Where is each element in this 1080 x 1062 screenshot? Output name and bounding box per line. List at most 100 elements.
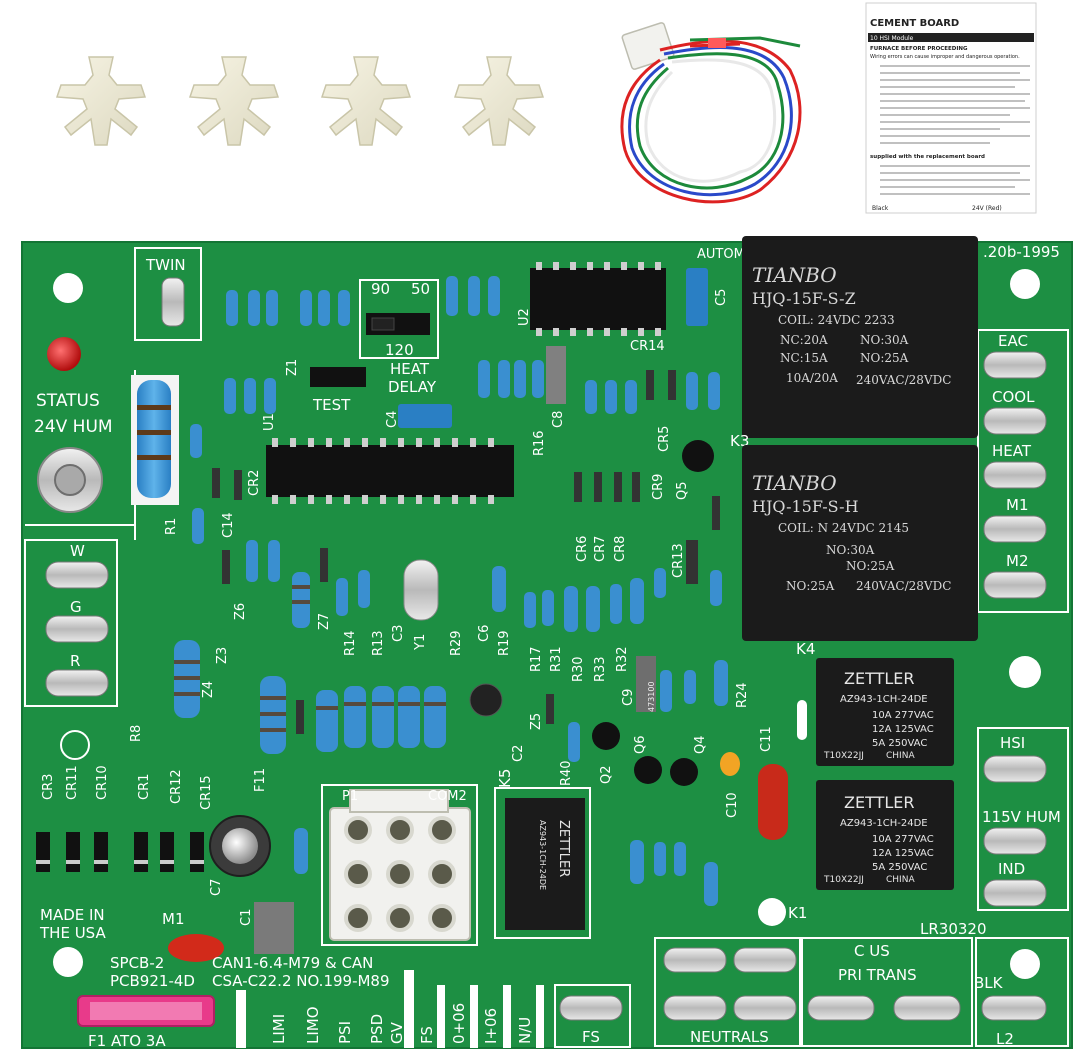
r1-label: R1 (164, 518, 179, 535)
terminal-m2[interactable]: M2 (983, 552, 1047, 599)
cr3-label: CR3 (41, 774, 56, 800)
k2-coil: COIL: N 24VDC 2145 (778, 521, 909, 535)
z7-label: Z7 (317, 613, 332, 630)
terminal-115v-hum-label: 115V HUM (982, 808, 1061, 826)
instruction-footer-left: Black (872, 205, 889, 212)
instruction-warning-line: Wiring errors can cause improper and dan… (870, 54, 1020, 60)
k2-rating: NO:25A (786, 579, 835, 593)
k2-volt: 240VAC/28VDC (856, 579, 951, 593)
q4-label: Q4 (693, 735, 708, 754)
k1-relay: ZETTLER AZ943-1CH-24DE 10A 277VAC 12A 12… (816, 780, 954, 890)
terminal-heat[interactable]: HEAT (983, 442, 1047, 489)
instruction-footer-right: 24V (Red) (972, 205, 1002, 212)
mounting-hole (1010, 949, 1040, 979)
k4-l1: 10A 277VAC (872, 710, 934, 721)
jumper-50-label: 50 (411, 280, 430, 298)
terminal-eac-label: EAC (998, 332, 1028, 350)
mounting-hole (1010, 269, 1040, 299)
r14-label: R14 (343, 630, 358, 656)
test-jumper[interactable] (310, 367, 366, 387)
r33-label: R33 (593, 656, 608, 682)
r24-label: R24 (735, 682, 750, 708)
terminal-g[interactable]: G (45, 598, 109, 643)
terminal-cool-label: COOL (992, 388, 1035, 406)
circuit-board: AUTOMATIC GAS IGNI .20b-1995 TWIN STATUS… (21, 236, 1073, 1050)
instruction-title: CEMENT BOARD (870, 18, 959, 29)
status-label: STATUS (36, 391, 100, 411)
terminal-eac[interactable]: EAC (983, 332, 1047, 379)
k4-code: T10X22JJ (823, 751, 864, 761)
p1-connector[interactable] (329, 789, 471, 941)
c14-label: C14 (221, 512, 236, 538)
cr15-label: CR15 (199, 775, 214, 810)
k1-l1: 10A 277VAC (872, 834, 934, 845)
k5-model: AZ943-1CH-24DE (538, 820, 547, 890)
terminal-r[interactable]: R (45, 652, 109, 697)
made-in-label-1: MADE IN (40, 906, 105, 924)
c8-capacitor (546, 346, 566, 404)
jumper-90-label: 90 (371, 280, 390, 298)
pcb-number-label: PCB921-4D (110, 972, 195, 990)
pcb-substrate (21, 241, 1073, 1049)
instruction-section-2: supplied with the replacement board (870, 154, 985, 160)
terminal-ind[interactable]: IND (983, 860, 1047, 907)
c11-capacitor (758, 764, 788, 840)
q2-transistor (634, 756, 662, 784)
cr8-label: CR8 (613, 536, 628, 562)
standoff-3 (320, 56, 412, 146)
edge-label-limo: LIMO (304, 1006, 322, 1044)
k3-brand: TIANBO (752, 263, 837, 287)
k1-model: AZ943-1CH-24DE (840, 818, 928, 829)
k2-no2: NO:25A (846, 559, 895, 573)
k2-model: HJQ-15F-S-H (752, 497, 859, 516)
terminal-w[interactable]: W (45, 542, 109, 589)
model-label: LR30320 (920, 920, 987, 938)
l2-terminal[interactable] (981, 995, 1047, 1021)
r32-label: R32 (615, 646, 630, 672)
instruction-warning-head: FURNACE BEFORE PROCEEDING (870, 46, 968, 52)
left-terminal-strip: W G R (45, 542, 109, 697)
l2-label: L2 (996, 1030, 1014, 1048)
edge-label-90-plus-i: I+06 (482, 1008, 500, 1044)
neutral-terminals[interactable] (663, 947, 797, 1021)
f1-fuse[interactable] (77, 995, 215, 1027)
edge-label-psi: PSI (336, 1021, 354, 1044)
m1-label: M1 (162, 910, 185, 928)
k3-nc: NC:20A (780, 333, 828, 347)
c4-capacitor (398, 404, 452, 428)
z6-label: Z6 (233, 603, 248, 620)
edge-label-limi: LIMI (270, 1014, 288, 1044)
k5-label: K5 (496, 769, 514, 788)
c9-label: C9 (621, 689, 636, 706)
k4-label: K4 (796, 640, 815, 658)
y1-crystal (403, 559, 439, 621)
c5-label: C5 (714, 289, 729, 306)
terminal-g-label: G (70, 598, 82, 616)
hum24-label: 24V HUM (34, 417, 113, 437)
edge-label-nu: N/U (516, 1017, 534, 1044)
fs-terminal[interactable] (559, 995, 623, 1021)
twin-label: TWIN (145, 256, 186, 274)
r30-label: R30 (571, 656, 586, 682)
k4-country: CHINA (886, 751, 915, 761)
blk-label: BLK (974, 974, 1004, 992)
fuse-label: F1 ATO 3A (88, 1032, 166, 1050)
r19-label: R19 (497, 630, 512, 656)
terminal-115v-hum[interactable]: 115V HUM (982, 808, 1061, 855)
k4-l2: 12A 125VAC (872, 724, 934, 735)
u2-chip (530, 268, 666, 330)
delay-label: DELAY (388, 378, 437, 396)
terminal-m1[interactable]: M1 (983, 496, 1047, 543)
rectifier-diodes (36, 832, 204, 872)
cr6-label: CR6 (575, 536, 590, 562)
cr9-label: CR9 (651, 474, 666, 500)
terminal-ind-label: IND (998, 860, 1025, 878)
terminal-cool[interactable]: COOL (983, 388, 1047, 435)
z5-label: Z5 (529, 713, 544, 730)
r40-label: R40 (559, 760, 574, 786)
c4-label: C4 (385, 411, 400, 428)
pri-trans-terminals[interactable] (807, 995, 961, 1021)
terminal-hsi[interactable]: HSI (983, 734, 1047, 783)
terminal-hsi-label: HSI (1000, 734, 1025, 752)
edge-label-90-plus-0: 0+06 (450, 1003, 468, 1044)
